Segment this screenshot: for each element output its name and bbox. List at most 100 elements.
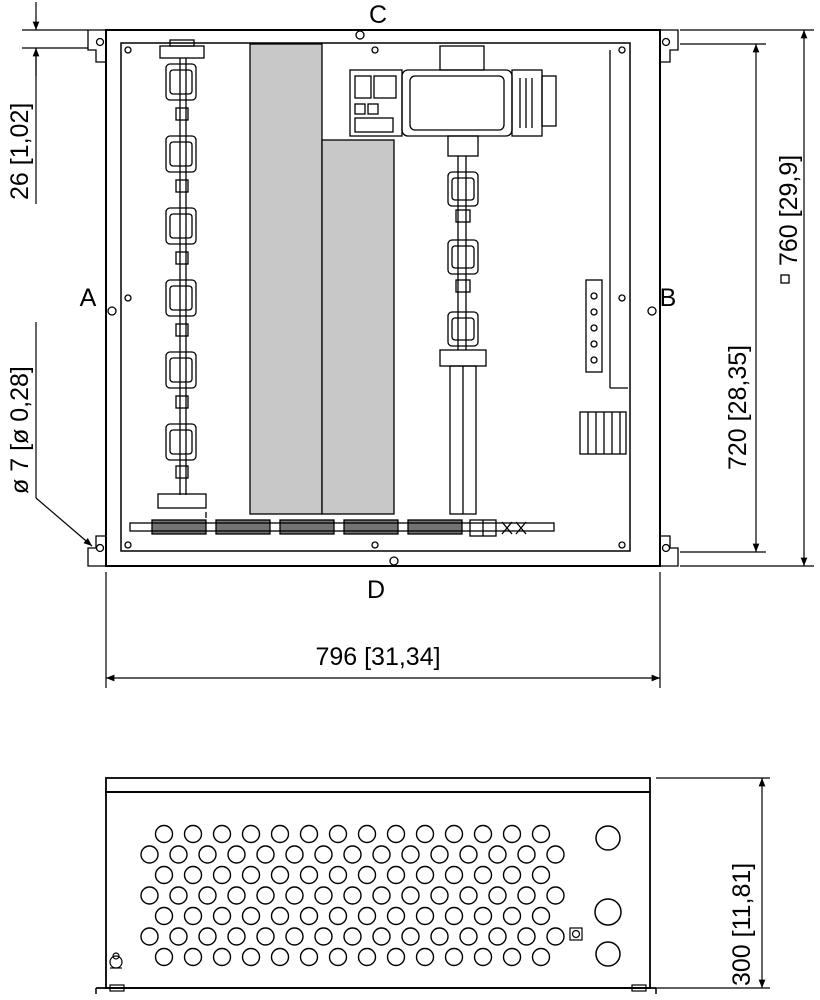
dim-mount-offset bbox=[22, 2, 88, 204]
vent-hole bbox=[357, 947, 377, 967]
vent-hole bbox=[488, 886, 507, 905]
cable-duct-left bbox=[249, 43, 323, 515]
bottom-din-rail bbox=[129, 519, 555, 537]
vent-hole bbox=[154, 906, 174, 926]
vent-hole bbox=[401, 886, 420, 905]
side-label-c: C bbox=[369, 1, 387, 29]
vent-hole bbox=[372, 927, 391, 946]
dim-depth-text: 300 [11,81] bbox=[728, 863, 756, 986]
vent-hole bbox=[473, 906, 493, 926]
vent-hole bbox=[169, 886, 188, 905]
vent-hole bbox=[415, 947, 435, 967]
vent-hole bbox=[459, 927, 478, 946]
vent-hole bbox=[372, 886, 391, 905]
vent-hole bbox=[473, 865, 493, 885]
vent-hole bbox=[459, 845, 478, 864]
vent-hole bbox=[372, 845, 391, 864]
vent-hole bbox=[314, 927, 333, 946]
vent-hole bbox=[401, 927, 420, 946]
dim-width-text: 796 [31,34] bbox=[315, 643, 440, 671]
vent-hole bbox=[430, 927, 449, 946]
vent-hole bbox=[154, 865, 174, 885]
vent-hole bbox=[227, 927, 246, 946]
dim-width bbox=[105, 572, 661, 688]
vent-hole bbox=[517, 845, 536, 864]
middle-busbar bbox=[439, 135, 487, 515]
vent-hole bbox=[270, 906, 290, 926]
vent-hole bbox=[444, 824, 464, 844]
mounting-ears bbox=[87, 29, 679, 567]
vent-hole bbox=[357, 824, 377, 844]
vent-hole bbox=[386, 906, 406, 926]
vent-hole bbox=[212, 824, 232, 844]
earth-symbol-icon bbox=[109, 952, 123, 969]
vent-hole bbox=[473, 824, 493, 844]
cable-gland-3 bbox=[595, 941, 621, 967]
vent-hole bbox=[546, 845, 565, 864]
vent-hole bbox=[415, 906, 435, 926]
vent-hole bbox=[343, 886, 362, 905]
vent-hole bbox=[183, 906, 203, 926]
vent-hole bbox=[314, 886, 333, 905]
vent-hole bbox=[169, 927, 188, 946]
vent-hole bbox=[328, 865, 348, 885]
vent-hole bbox=[241, 906, 261, 926]
vent-hole bbox=[531, 824, 551, 844]
ground-terminal bbox=[569, 927, 583, 941]
dim-outer-height-text: 760 [29,9] bbox=[775, 155, 803, 266]
vent-hole bbox=[227, 886, 246, 905]
mounting-plate bbox=[120, 42, 631, 552]
vent-hole bbox=[256, 845, 275, 864]
vent-hole bbox=[154, 947, 174, 967]
vent-hole bbox=[256, 927, 275, 946]
vent-hole bbox=[517, 927, 536, 946]
vent-hole bbox=[169, 845, 188, 864]
vent-hole bbox=[415, 865, 435, 885]
vent-hole bbox=[444, 906, 464, 926]
vent-hole bbox=[386, 865, 406, 885]
vent-hole bbox=[343, 927, 362, 946]
vent-hole bbox=[285, 845, 304, 864]
vent-hole bbox=[488, 845, 507, 864]
vent-hole bbox=[328, 947, 348, 967]
vent-hole bbox=[198, 927, 217, 946]
vent-hole bbox=[212, 865, 232, 885]
dim-depth bbox=[656, 777, 770, 989]
side-label-d: D bbox=[367, 576, 385, 604]
dim-mount-height bbox=[680, 43, 766, 553]
vent-hole bbox=[241, 947, 261, 967]
vent-hole bbox=[430, 845, 449, 864]
cable-gland-1 bbox=[595, 825, 621, 851]
vent-hole bbox=[531, 947, 551, 967]
vent-hole bbox=[285, 886, 304, 905]
vent-hole bbox=[459, 886, 478, 905]
vent-hole bbox=[299, 824, 319, 844]
dim-hole-diameter-text: ø 7 [ø 0,28] bbox=[6, 366, 34, 494]
edge-holes bbox=[107, 30, 657, 566]
vent-hole bbox=[430, 886, 449, 905]
vent-hole bbox=[415, 824, 435, 844]
vent-hole bbox=[343, 845, 362, 864]
vent-hole bbox=[270, 865, 290, 885]
control-devices bbox=[349, 45, 557, 137]
ventilation-holes bbox=[140, 824, 565, 967]
vent-hole bbox=[386, 947, 406, 967]
vent-hole bbox=[299, 906, 319, 926]
front-view bbox=[87, 29, 679, 567]
vent-hole bbox=[531, 906, 551, 926]
vent-hole bbox=[488, 927, 507, 946]
vent-hole bbox=[299, 865, 319, 885]
dim-outer-height bbox=[680, 29, 814, 567]
vent-hole bbox=[401, 845, 420, 864]
vent-hole bbox=[299, 947, 319, 967]
enclosure-outline bbox=[105, 29, 661, 567]
vent-hole bbox=[502, 906, 522, 926]
vent-hole bbox=[270, 824, 290, 844]
vent-hole bbox=[198, 845, 217, 864]
vent-hole bbox=[314, 845, 333, 864]
cable-gland-2 bbox=[594, 898, 622, 926]
vent-hole bbox=[357, 865, 377, 885]
vent-hole bbox=[212, 906, 232, 926]
right-terminals bbox=[579, 50, 628, 455]
vent-hole bbox=[357, 906, 377, 926]
